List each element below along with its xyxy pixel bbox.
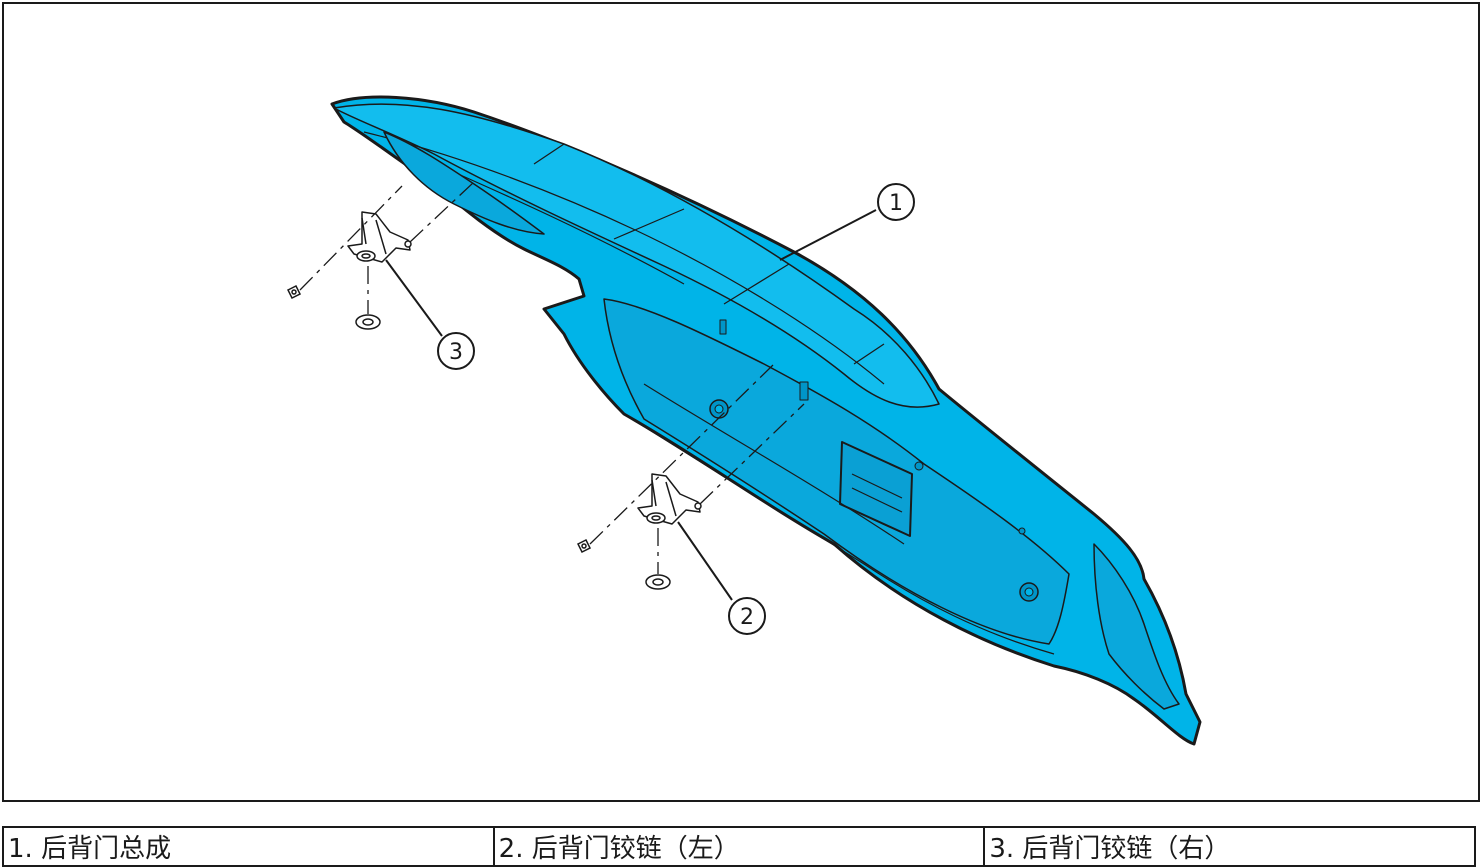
nut-left-hinge bbox=[645, 574, 671, 590]
callout-1: 1 bbox=[779, 183, 915, 261]
tailgate-right-end bbox=[1093, 543, 1180, 710]
tailgate-exploded-diagram: 1 2 3 bbox=[286, 95, 1202, 746]
diagram-frame: 1 2 3 bbox=[2, 2, 1480, 802]
assembly-lines-left-hinge bbox=[589, 363, 805, 574]
tailgate-assembly bbox=[330, 95, 1202, 746]
legend-item-1: 1. 后背门总成 bbox=[2, 826, 495, 867]
callout-1-label: 1 bbox=[889, 191, 903, 216]
callout-3-label: 3 bbox=[449, 340, 463, 365]
hinge-right-part bbox=[347, 211, 412, 263]
tailgate-left-end bbox=[383, 131, 545, 235]
callout-3: 3 bbox=[385, 259, 475, 370]
assembly-lines-right-hinge bbox=[299, 181, 475, 314]
nut-right-hinge bbox=[355, 314, 381, 330]
legend-row: 1. 后背门总成 2. 后背门铰链（左） 3. 后背门铰链（右） bbox=[2, 826, 1476, 867]
hinge-left-part bbox=[637, 473, 702, 525]
callout-2: 2 bbox=[677, 521, 766, 635]
legend-item-2: 2. 后背门铰链（左） bbox=[492, 826, 986, 867]
callout-2-label: 2 bbox=[740, 605, 754, 630]
tailgate-top-face bbox=[333, 103, 940, 408]
license-plate-recess bbox=[839, 441, 913, 537]
bolt-right-hinge bbox=[286, 284, 302, 300]
legend-item-3: 3. 后背门铰链（右） bbox=[983, 826, 1476, 867]
parts-legend-table: 1. 后背门总成 2. 后背门铰链（左） 3. 后背门铰链（右） bbox=[2, 826, 1476, 867]
bolt-left-hinge bbox=[576, 538, 592, 554]
tailgate-inner-recess bbox=[603, 298, 1070, 645]
